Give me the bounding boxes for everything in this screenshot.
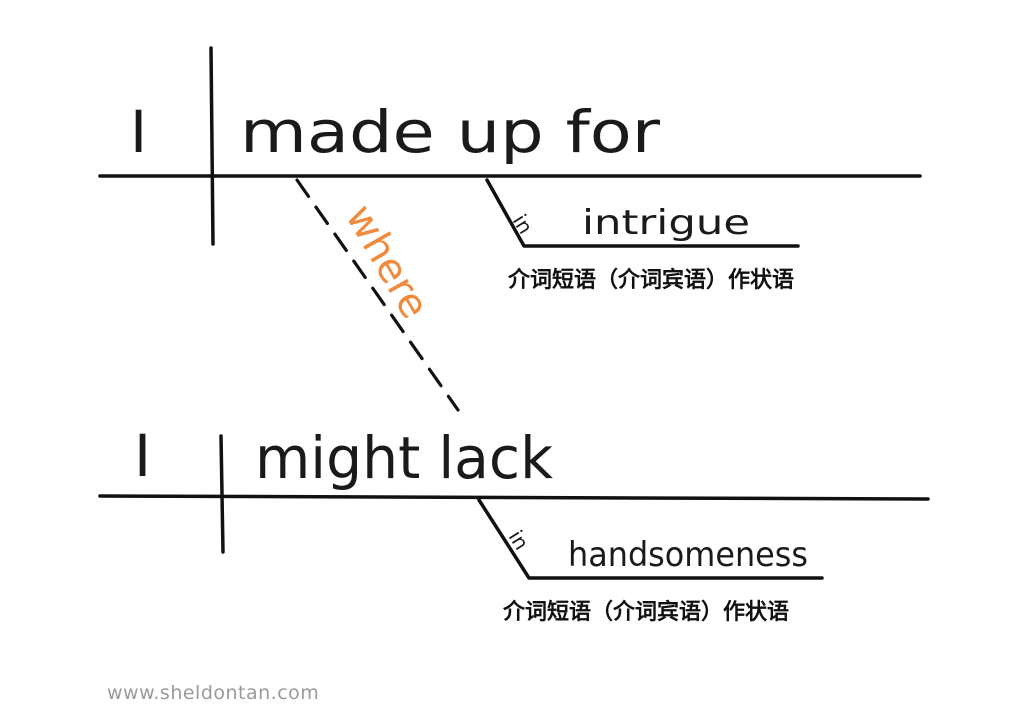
clause-1: I made up for in intrigue 介词短语（介词宾语）作状语 <box>98 46 922 293</box>
clause-1-predicate: made up for <box>240 98 660 166</box>
clause-2: I might lack in handsomeness 介词短语（介词宾语）作… <box>98 422 930 625</box>
watermark: www.sheldontan.com <box>107 682 319 704</box>
clause-2-grammar-note: 介词短语（介词宾语）作状语 <box>502 599 789 625</box>
clause-1-object: intrigue <box>582 203 750 243</box>
clause-2-predicate: might lack <box>255 424 553 492</box>
clause-1-subject-divider <box>209 46 215 246</box>
clause-2-object: handsomeness <box>568 535 808 575</box>
connector-word: where <box>336 197 437 326</box>
clause-2-baseline <box>98 494 930 501</box>
clause-2-modifier-line <box>477 498 824 580</box>
clause-2-preposition: in <box>504 526 534 554</box>
clause-1-grammar-note: 介词短语（介词宾语）作状语 <box>507 267 794 293</box>
clause-1-preposition: in <box>508 210 538 238</box>
connector: where <box>295 178 460 412</box>
connector-dashed-line <box>295 178 460 412</box>
clause-2-subject-divider <box>219 434 225 554</box>
clause-1-subject: I <box>130 98 147 166</box>
clause-2-subject: I <box>134 422 151 490</box>
clause-1-modifier-line <box>485 178 800 248</box>
